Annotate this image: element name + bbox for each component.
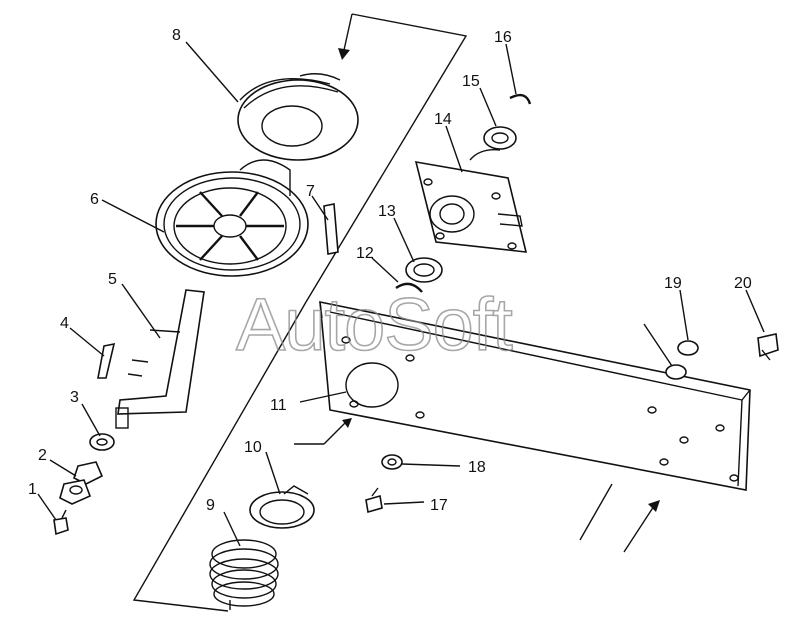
callout-9: 9 [206, 497, 215, 514]
callout-8: 8 [172, 27, 181, 44]
fasteners-right [365, 333, 779, 514]
callout-3: 3 [70, 389, 79, 406]
callout-15: 15 [462, 73, 480, 90]
callout-5: 5 [108, 271, 117, 288]
callout-4: 4 [60, 315, 69, 332]
callout-1: 1 [28, 481, 37, 498]
callout-7: 7 [306, 183, 315, 200]
callout-18: 18 [468, 459, 486, 476]
callout-labels: 8 6 7 5 4 3 2 1 9 10 11 12 13 14 15 16 1… [28, 27, 752, 514]
watermark-logo: AutoSoft [236, 283, 513, 366]
callout-14: 14 [434, 111, 452, 128]
spoked-pulley [155, 159, 309, 277]
leader-lines [37, 41, 765, 553]
callout-20: 20 [734, 275, 752, 292]
cup-boot [249, 485, 315, 529]
callout-12: 12 [356, 245, 374, 262]
fasteners-left [53, 433, 115, 536]
callout-10: 10 [244, 439, 262, 456]
bearing-flange [414, 149, 528, 253]
callout-13: 13 [378, 203, 396, 220]
callout-2: 2 [38, 447, 47, 464]
callout-16: 16 [494, 29, 512, 46]
pulley-hub [237, 73, 359, 161]
callout-17: 17 [430, 497, 448, 514]
spring [209, 539, 279, 610]
mounting-plate [319, 301, 751, 491]
callout-11: 11 [270, 397, 287, 414]
shaft [115, 289, 205, 429]
assembly-outline [132, 13, 468, 612]
bearings [395, 93, 532, 293]
callout-19: 19 [664, 275, 682, 292]
key [323, 203, 339, 255]
callout-6: 6 [90, 191, 99, 208]
pin [97, 342, 116, 379]
